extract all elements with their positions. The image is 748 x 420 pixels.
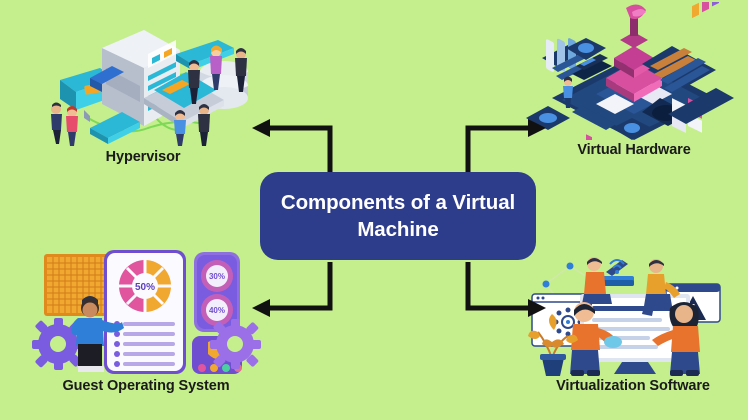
center-node[interactable]: Components of a Virtual Machine	[260, 172, 536, 260]
node-label-hypervisor: Hypervisor	[105, 149, 181, 165]
smartphone-icon	[90, 112, 140, 144]
checklist	[114, 321, 175, 367]
donut-chart: 50%	[119, 260, 171, 312]
guest-os-illustration: 50%	[32, 250, 261, 374]
person-figure	[188, 60, 200, 104]
disc-node-icon	[612, 118, 652, 140]
hypervisor-illustration	[51, 30, 248, 146]
person-figure	[642, 259, 680, 316]
node-guest-operating-system[interactable]: 50%	[22, 248, 270, 412]
person-figure	[174, 110, 186, 146]
donut-center-value: 50%	[135, 282, 155, 293]
plant-icon	[528, 314, 578, 376]
monitor-icon	[572, 54, 612, 80]
node-label-virtualization-software: Virtualization Software	[556, 378, 710, 394]
connector-arrow-hypervisor	[252, 119, 333, 178]
person-figure	[71, 296, 124, 372]
person-figure	[198, 104, 210, 146]
node-label-virtual-hardware: Virtual Hardware	[577, 142, 691, 158]
gear-icon	[210, 319, 261, 369]
person-figure	[66, 106, 78, 146]
node-virtualization-software[interactable]: Virtualization Software	[518, 250, 748, 412]
router-icon	[600, 259, 634, 286]
node-label-guest-operating-system: Guest Operating System	[62, 378, 230, 394]
person-figure	[235, 48, 247, 92]
virtualization-software-illustration	[528, 257, 721, 376]
dashboard-card: 50%	[104, 250, 186, 374]
wifi-icon	[609, 259, 625, 269]
person-figure	[570, 302, 622, 376]
node-hypervisor[interactable]: Hypervisor	[28, 6, 258, 174]
metrics-panel: 30% 40%	[194, 252, 240, 332]
svg-text:40%: 40%	[209, 306, 225, 315]
person-figure	[580, 257, 612, 314]
disc-node-icon	[566, 38, 606, 60]
data-bars-icon	[668, 2, 734, 124]
person-figure	[652, 302, 700, 376]
center-node-title: Components of a Virtual Machine	[280, 190, 516, 241]
svg-text:30%: 30%	[209, 272, 225, 281]
server-tower-icon	[606, 4, 662, 102]
person-figure	[210, 45, 222, 90]
grid-panel-icon	[44, 254, 110, 316]
person-figure	[563, 76, 573, 108]
node-virtual-hardware[interactable]: Virtual Hardware	[520, 2, 748, 172]
person-figure	[51, 102, 62, 144]
disc-node-icon	[526, 106, 570, 130]
badge-lower: 40%	[201, 294, 233, 326]
badge-upper: 30%	[201, 260, 233, 292]
virtual-hardware-illustration	[526, 2, 734, 140]
server-rack-icon	[90, 30, 180, 126]
